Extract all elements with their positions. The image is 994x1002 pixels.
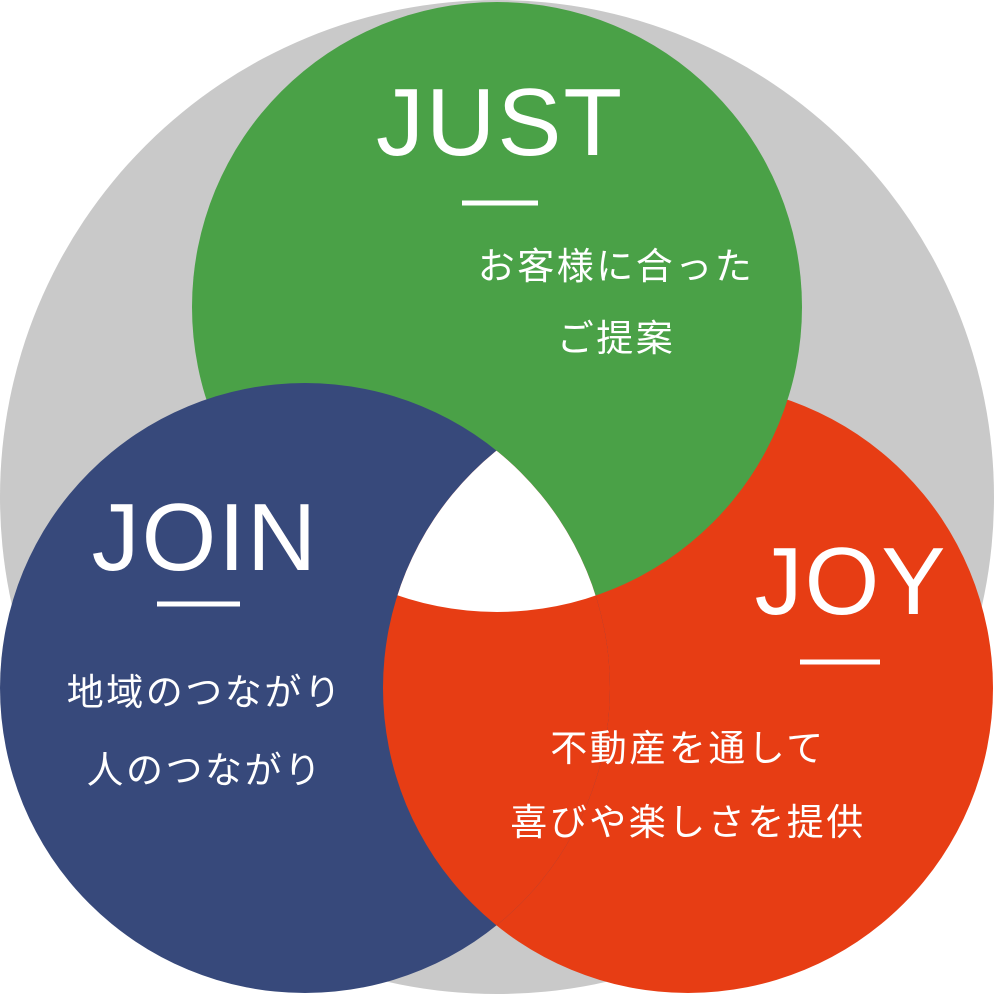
lobe-join[interactable]: JOIN 地域のつながり 人のつながり — [67, 484, 344, 792]
just-desc-line2: ご提案 — [557, 317, 676, 360]
join-title: JOIN — [92, 484, 319, 591]
lobe-joy[interactable]: JOY 不動産を通して 喜びや楽しさを提供 — [510, 528, 947, 844]
join-desc-line1: 地域のつながり — [67, 671, 344, 714]
joy-desc-line2: 喜びや楽しさを提供 — [510, 801, 866, 844]
just-desc-line1: お客様に合った — [478, 245, 755, 288]
join-desc-line2: 人のつながり — [87, 749, 324, 792]
lobe-just[interactable]: JUST お客様に合った ご提案 — [376, 69, 754, 360]
just-title: JUST — [376, 69, 624, 176]
center-overlap-region — [383, 383, 610, 612]
joy-desc-line1: 不動産を通して — [550, 727, 825, 770]
joy-title: JOY — [755, 528, 948, 635]
